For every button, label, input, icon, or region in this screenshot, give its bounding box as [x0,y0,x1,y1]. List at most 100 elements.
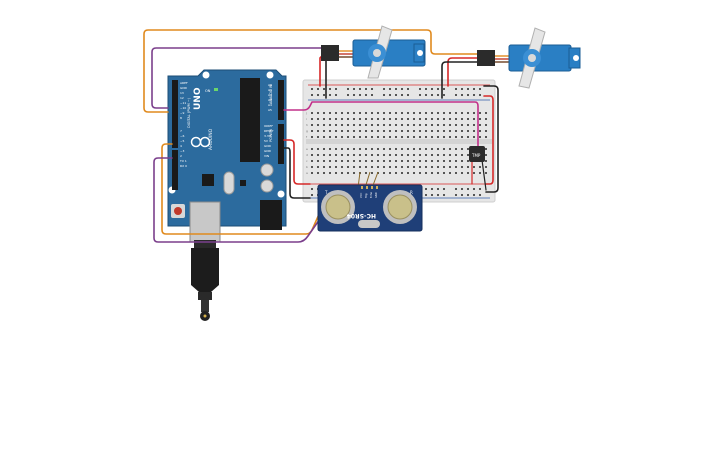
breadboard-hole[interactable] [401,136,403,138]
rail-hole[interactable] [479,88,481,90]
breadboard-hole[interactable] [353,160,355,162]
power-header[interactable] [278,124,284,164]
rail-hole[interactable] [389,94,391,96]
rail-hole[interactable] [461,188,463,190]
breadboard-hole[interactable] [467,130,469,132]
breadboard-hole[interactable] [359,148,361,150]
breadboard-hole[interactable] [455,166,457,168]
breadboard-hole[interactable] [341,118,343,120]
breadboard-hole[interactable] [353,112,355,114]
breadboard-hole[interactable] [371,148,373,150]
rail-hole[interactable] [473,94,475,96]
breadboard-hole[interactable] [389,118,391,120]
breadboard-hole[interactable] [467,166,469,168]
breadboard-hole[interactable] [311,172,313,174]
breadboard-hole[interactable] [335,124,337,126]
breadboard-hole[interactable] [323,154,325,156]
breadboard-hole[interactable] [425,136,427,138]
breadboard-hole[interactable] [485,130,487,132]
breadboard-hole[interactable] [419,112,421,114]
breadboard-hole[interactable] [371,160,373,162]
rail-hole[interactable] [383,94,385,96]
breadboard-hole[interactable] [377,148,379,150]
breadboard-hole[interactable] [365,124,367,126]
breadboard-hole[interactable] [335,130,337,132]
rail-hole[interactable] [467,88,469,90]
breadboard-hole[interactable] [323,112,325,114]
rail-hole[interactable] [401,94,403,96]
rail-hole[interactable] [365,94,367,96]
breadboard-hole[interactable] [467,148,469,150]
breadboard-hole[interactable] [329,136,331,138]
breadboard-hole[interactable] [461,172,463,174]
breadboard-hole[interactable] [479,130,481,132]
rail-hole[interactable] [335,88,337,90]
breadboard-hole[interactable] [317,166,319,168]
servo-motor-2[interactable] [477,27,581,89]
breadboard-hole[interactable] [335,172,337,174]
breadboard-hole[interactable] [437,118,439,120]
breadboard-hole[interactable] [407,112,409,114]
wire-purple-servo1-signal[interactable] [151,47,323,109]
breadboard-hole[interactable] [407,160,409,162]
breadboard-hole[interactable] [317,124,319,126]
rail-hole[interactable] [311,94,313,96]
breadboard-hole[interactable] [461,148,463,150]
rail-hole[interactable] [425,188,427,190]
breadboard-hole[interactable] [395,112,397,114]
breadboard-hole[interactable] [419,148,421,150]
breadboard-hole[interactable] [347,172,349,174]
breadboard-hole[interactable] [323,130,325,132]
breadboard-hole[interactable] [383,160,385,162]
rail-hole[interactable] [323,88,325,90]
rail-hole[interactable] [479,188,481,190]
breadboard-hole[interactable] [335,136,337,138]
breadboard-hole[interactable] [449,154,451,156]
breadboard-hole[interactable] [461,124,463,126]
breadboard-hole[interactable] [323,118,325,120]
breadboard-hole[interactable] [443,172,445,174]
breadboard-hole[interactable] [347,130,349,132]
breadboard-hole[interactable] [401,130,403,132]
breadboard-hole[interactable] [353,136,355,138]
rail-hole[interactable] [461,94,463,96]
breadboard-hole[interactable] [443,166,445,168]
breadboard-hole[interactable] [329,112,331,114]
breadboard-hole[interactable] [317,154,319,156]
breadboard-hole[interactable] [389,112,391,114]
breadboard-hole[interactable] [359,160,361,162]
breadboard-hole[interactable] [329,160,331,162]
breadboard-hole[interactable] [461,118,463,120]
breadboard-hole[interactable] [467,112,469,114]
breadboard-hole[interactable] [389,172,391,174]
breadboard-hole[interactable] [401,166,403,168]
breadboard-hole[interactable] [347,160,349,162]
breadboard-hole[interactable] [455,118,457,120]
breadboard-hole[interactable] [401,154,403,156]
breadboard-hole[interactable] [389,154,391,156]
breadboard-hole[interactable] [371,166,373,168]
sensor-pin[interactable] [366,186,368,189]
breadboard-hole[interactable] [473,166,475,168]
rail-hole[interactable] [395,88,397,90]
breadboard-hole[interactable] [353,154,355,156]
breadboard-hole[interactable] [449,118,451,120]
breadboard-hole[interactable] [311,166,313,168]
breadboard-hole[interactable] [461,160,463,162]
rail-hole[interactable] [317,94,319,96]
breadboard-hole[interactable] [431,130,433,132]
breadboard-hole[interactable] [365,112,367,114]
breadboard-hole[interactable] [365,166,367,168]
breadboard-hole[interactable] [425,112,427,114]
breadboard-hole[interactable] [359,112,361,114]
breadboard-hole[interactable] [335,166,337,168]
breadboard-hole[interactable] [329,154,331,156]
rail-hole[interactable] [389,88,391,90]
analog-header[interactable] [278,80,284,120]
breadboard-hole[interactable] [467,160,469,162]
breadboard-hole[interactable] [311,130,313,132]
digital-header-low[interactable] [172,150,178,190]
rail-hole[interactable] [455,94,457,96]
breadboard-hole[interactable] [425,148,427,150]
breadboard-hole[interactable] [425,124,427,126]
